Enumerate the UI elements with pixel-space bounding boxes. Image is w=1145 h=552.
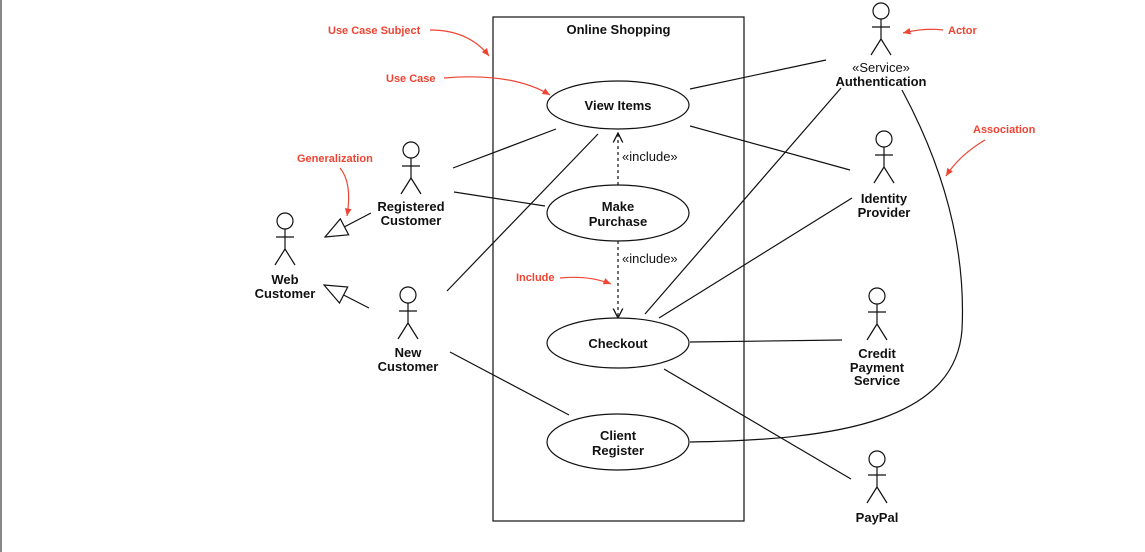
include-label-1: «include» [622,149,678,164]
assoc-registered-view-items [452,128,557,169]
actor-paypal[interactable]: PayPal [856,450,899,525]
assoc-checkout-paypal [663,368,852,480]
actor-identity-provider[interactable]: Identity Provider [858,130,911,220]
annotation-include: Include [516,272,555,284]
actor-label-line-2: Payment [850,360,905,375]
generalization-new-to-web [324,285,370,309]
use-case-ellipse [546,80,690,130]
stick-figure-icon [274,212,296,266]
include-label-2: «include» [622,251,678,266]
subject-title: Online Shopping [567,22,671,37]
annotation-actor: Actor [948,25,977,37]
use-case-checkout[interactable]: Checkout [546,317,690,369]
use-case-label-line-2: Purchase [589,214,648,229]
annotation-use-case: Use Case [386,73,436,85]
actor-credit-payment-service[interactable]: Credit Payment Service [850,287,905,388]
actor-label-line-2: Customer [255,286,316,301]
annotation-use-case-subject: Use Case Subject [328,25,421,37]
use-case-ellipse [546,317,690,369]
actor-label-line-2: Customer [381,213,442,228]
use-case-label-line-1: Client [600,428,637,443]
use-case-ellipse [546,413,690,471]
use-case-label-line-1: Checkout [588,336,648,351]
assoc-checkout-identity [658,197,853,319]
assoc-checkout-credit [689,339,843,343]
use-case-label-line-2: Register [592,443,644,458]
assoc-new-view-items [446,133,599,292]
actor-label-line-3: Service [854,373,900,388]
actor-label-line-2: Provider [858,205,911,220]
actor-label-line-1: New [395,345,423,360]
associations [446,59,964,480]
actor-authentication[interactable]: «Service» Authentication [836,2,927,89]
use-case-label-line-1: Make [602,199,635,214]
annotation-arrow-association [945,139,986,177]
actor-web-customer[interactable]: Web Customer [255,212,316,301]
annotation-arrow-generalization [339,167,352,217]
assoc-new-client-register [449,351,570,416]
annotation-arrow-actor [902,27,944,35]
actor-new-customer[interactable]: New Customer [378,286,439,374]
stick-figure-icon [873,130,895,184]
annotation-generalization: Generalization [297,153,373,165]
use-case-make-purchase[interactable]: Make Purchase [546,184,690,242]
stick-figure-icon [866,287,888,341]
assoc-view-items-identity [689,125,851,171]
stick-figure-icon [866,450,888,504]
assoc-checkout-authentication [644,87,842,315]
actor-label: PayPal [856,510,899,525]
actor-registered-customer[interactable]: Registered Customer [377,141,445,228]
annotations: Use Case Subject Use Case Actor Associat… [297,25,1036,285]
actor-label-line-2: Customer [378,359,439,374]
annotation-arrow-include [559,276,612,285]
annotation-arrow-use-case [443,76,551,96]
actor-label-line-1: Identity [861,191,908,206]
actor-label-line-1: Web [271,272,298,287]
use-case-client-register[interactable]: Client Register [546,413,690,471]
include-relationships: «include» «include» [618,133,678,318]
annotation-association: Association [973,124,1036,136]
stick-figure-icon [397,286,419,340]
use-case-label-line-1: View Items [585,98,652,113]
assoc-registered-make-purchase [453,191,546,207]
assoc-client-register-authentication [689,89,964,443]
annotation-arrow-subject [429,29,490,57]
actor-label-line-1: Registered [377,199,444,214]
actor-label-line-1: Credit [858,346,896,361]
stick-figure-icon [400,141,422,195]
use-case-ellipse [546,184,690,242]
stick-figure-icon [870,2,892,56]
generalization-registered-to-web [325,212,372,237]
actor-stereotype: «Service» [852,60,910,75]
actor-label: Authentication [836,74,927,89]
assoc-view-items-authentication [689,59,827,90]
use-case-view-items[interactable]: View Items [546,80,690,130]
